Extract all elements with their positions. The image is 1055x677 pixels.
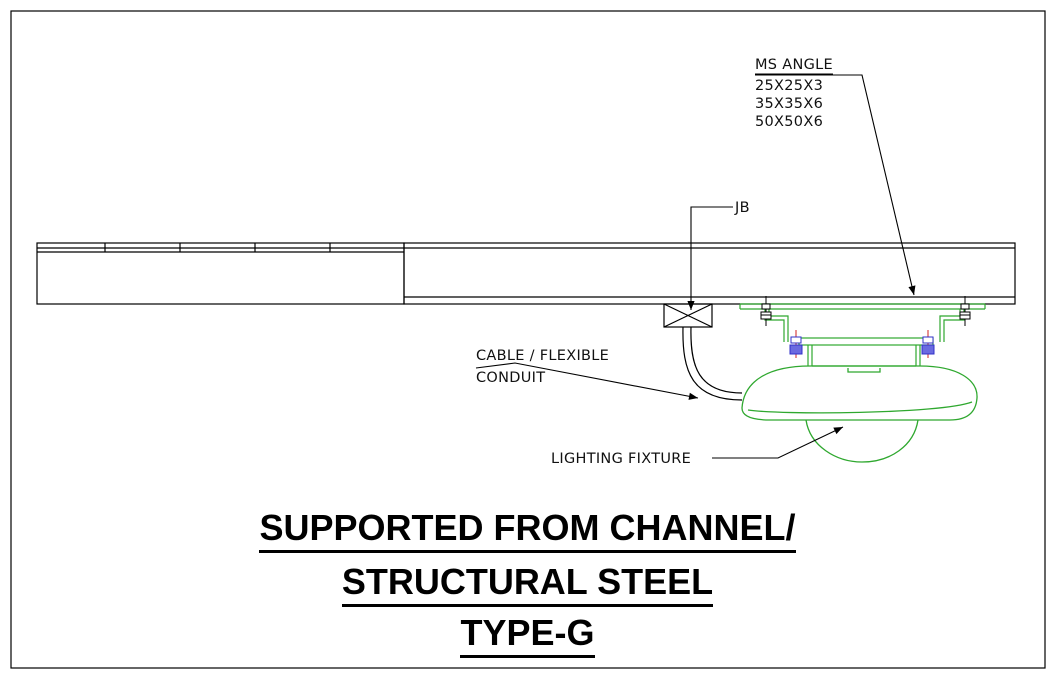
bolt-lower-left [789,330,803,358]
cable-label-line-2: CONDUIT [476,370,545,386]
fixture-leader [712,426,844,459]
junction-box [663,303,713,328]
sheet-border [10,10,1046,669]
jb-leader [687,206,733,310]
bolt-lower-right [921,330,935,358]
ms-angle-leader [755,74,916,296]
lighting-fixture-label: LIGHTING FIXTURE [551,451,691,467]
channel-left-section [36,242,405,305]
ms-angle-heading: MS ANGLE [755,57,833,73]
bolt-top-left [760,296,772,326]
lighting-fixture [741,365,978,463]
title-text-3: TYPE-G [460,615,595,658]
title-text-1: SUPPORTED FROM CHANNEL/ [259,510,796,553]
bolt-top-right [959,296,971,326]
ms-angle-bracket [739,303,986,367]
flexible-conduit [682,326,743,401]
title-text-2: STRUCTURAL STEEL [341,564,714,607]
ms-angle-size-2: 35X35X6 [755,96,823,112]
ms-angle-size-1: 25X25X3 [755,78,823,94]
cable-label-line-1: CABLE / FLEXIBLE [476,348,609,364]
title-line-1: SUPPORTED FROM CHANNEL/ [0,507,1055,553]
ms-angle-size-3: 50X50X6 [755,114,823,130]
structural-steel-channel [403,242,1016,305]
title-line-2: STRUCTURAL STEEL [0,561,1055,607]
title-line-3: TYPE-G [0,612,1055,658]
jb-label: JB [734,200,750,216]
cable-leader [475,362,699,400]
